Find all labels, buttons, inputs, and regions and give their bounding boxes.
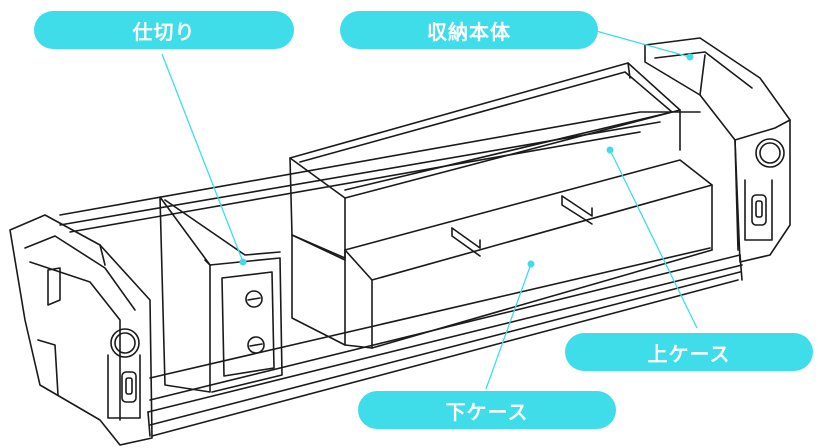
- leader-lines: [161, 30, 698, 390]
- lower-case-label: 下ケース: [358, 391, 616, 429]
- lower-case-drawing: [291, 159, 713, 349]
- dot-upper-case: [606, 146, 614, 154]
- dot-storage-body: [686, 53, 694, 61]
- leader-storage-body: [595, 30, 691, 58]
- upper-case-drawing: [289, 62, 681, 259]
- leader-dots: [239, 53, 694, 268]
- right-end-cap: [644, 37, 791, 263]
- leader-upper-case: [609, 149, 698, 329]
- partition-drawing: [159, 196, 283, 393]
- dot-lower-case: [527, 260, 535, 268]
- leader-lower-case: [485, 263, 532, 390]
- storage-body-label: 収納本体: [340, 11, 598, 49]
- left-end-cap: [9, 214, 153, 446]
- dot-partition: [239, 258, 247, 266]
- upper-case-label: 上ケース: [565, 333, 813, 371]
- leader-partition: [161, 53, 244, 263]
- partition-label: 仕切り: [34, 11, 294, 49]
